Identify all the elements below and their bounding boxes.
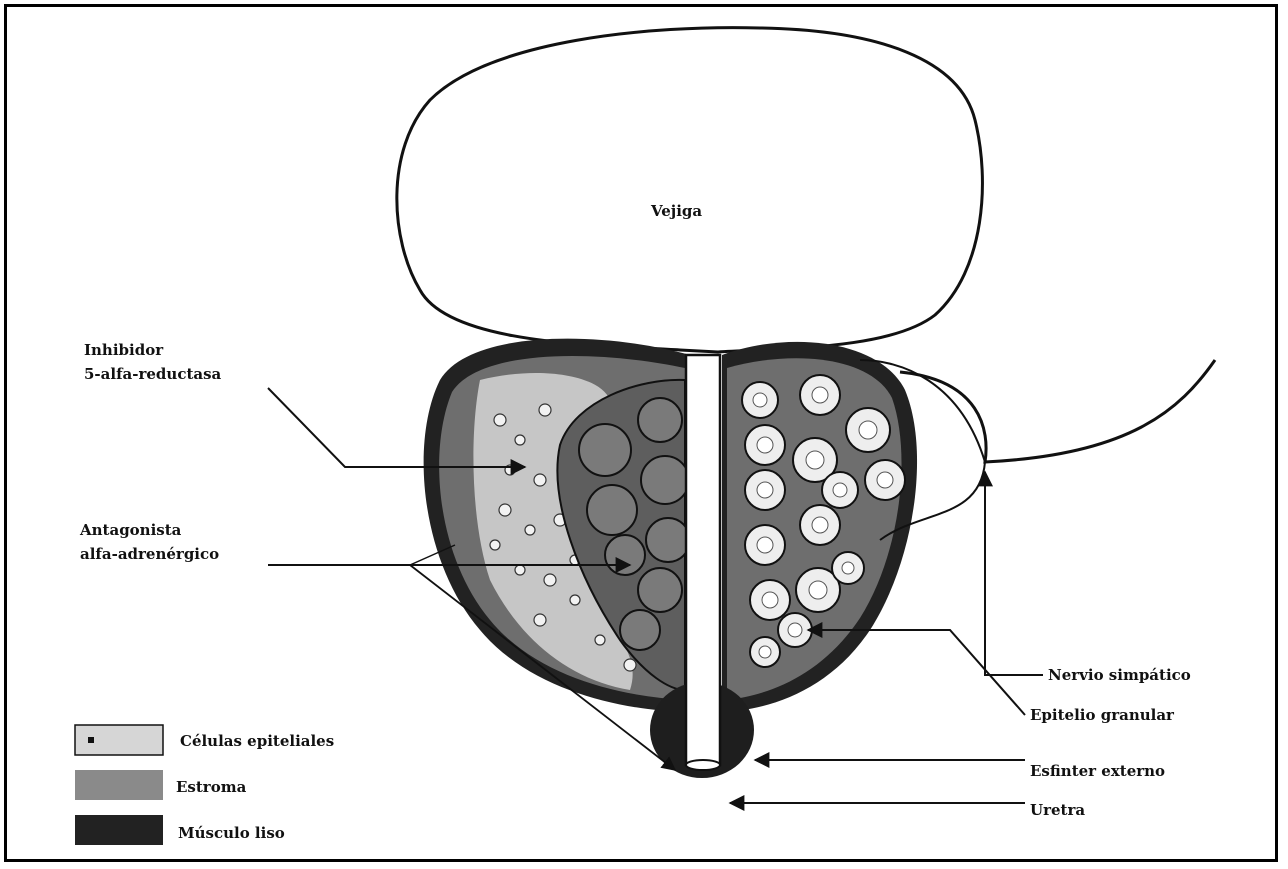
label-inhibitor-2: 5-alfa-reductasa [84,365,222,383]
label-granular: Epitelio granular [1030,706,1175,724]
urethra-tube [686,355,720,765]
sympathetic-nerve [900,360,1215,462]
label-bladder: Vejiga [650,202,702,220]
legend-swatch-muscle [75,815,163,845]
label-sphincter: Esfinter externo [1030,762,1165,780]
legend-label-muscle: Músculo liso [178,824,285,842]
legend-label-epithelial: Células epiteliales [180,732,334,750]
legend-label-stroma: Estroma [176,778,247,796]
legend: Células epiteliales Estroma Músculo liso [75,725,334,845]
nerve-pointer [985,472,1043,675]
bladder-shape [397,28,983,352]
label-inhibitor-1: Inhibidor [84,341,164,359]
urethra-opening [686,760,720,770]
legend-swatch-dot [88,737,94,743]
label-urethra: Uretra [1030,801,1085,819]
label-nerve: Nervio simpático [1048,666,1191,684]
legend-swatch-stroma [75,770,163,800]
label-antagonist-2: alfa-adrenérgico [80,545,219,563]
label-antagonist-1: Antagonista [79,521,182,539]
